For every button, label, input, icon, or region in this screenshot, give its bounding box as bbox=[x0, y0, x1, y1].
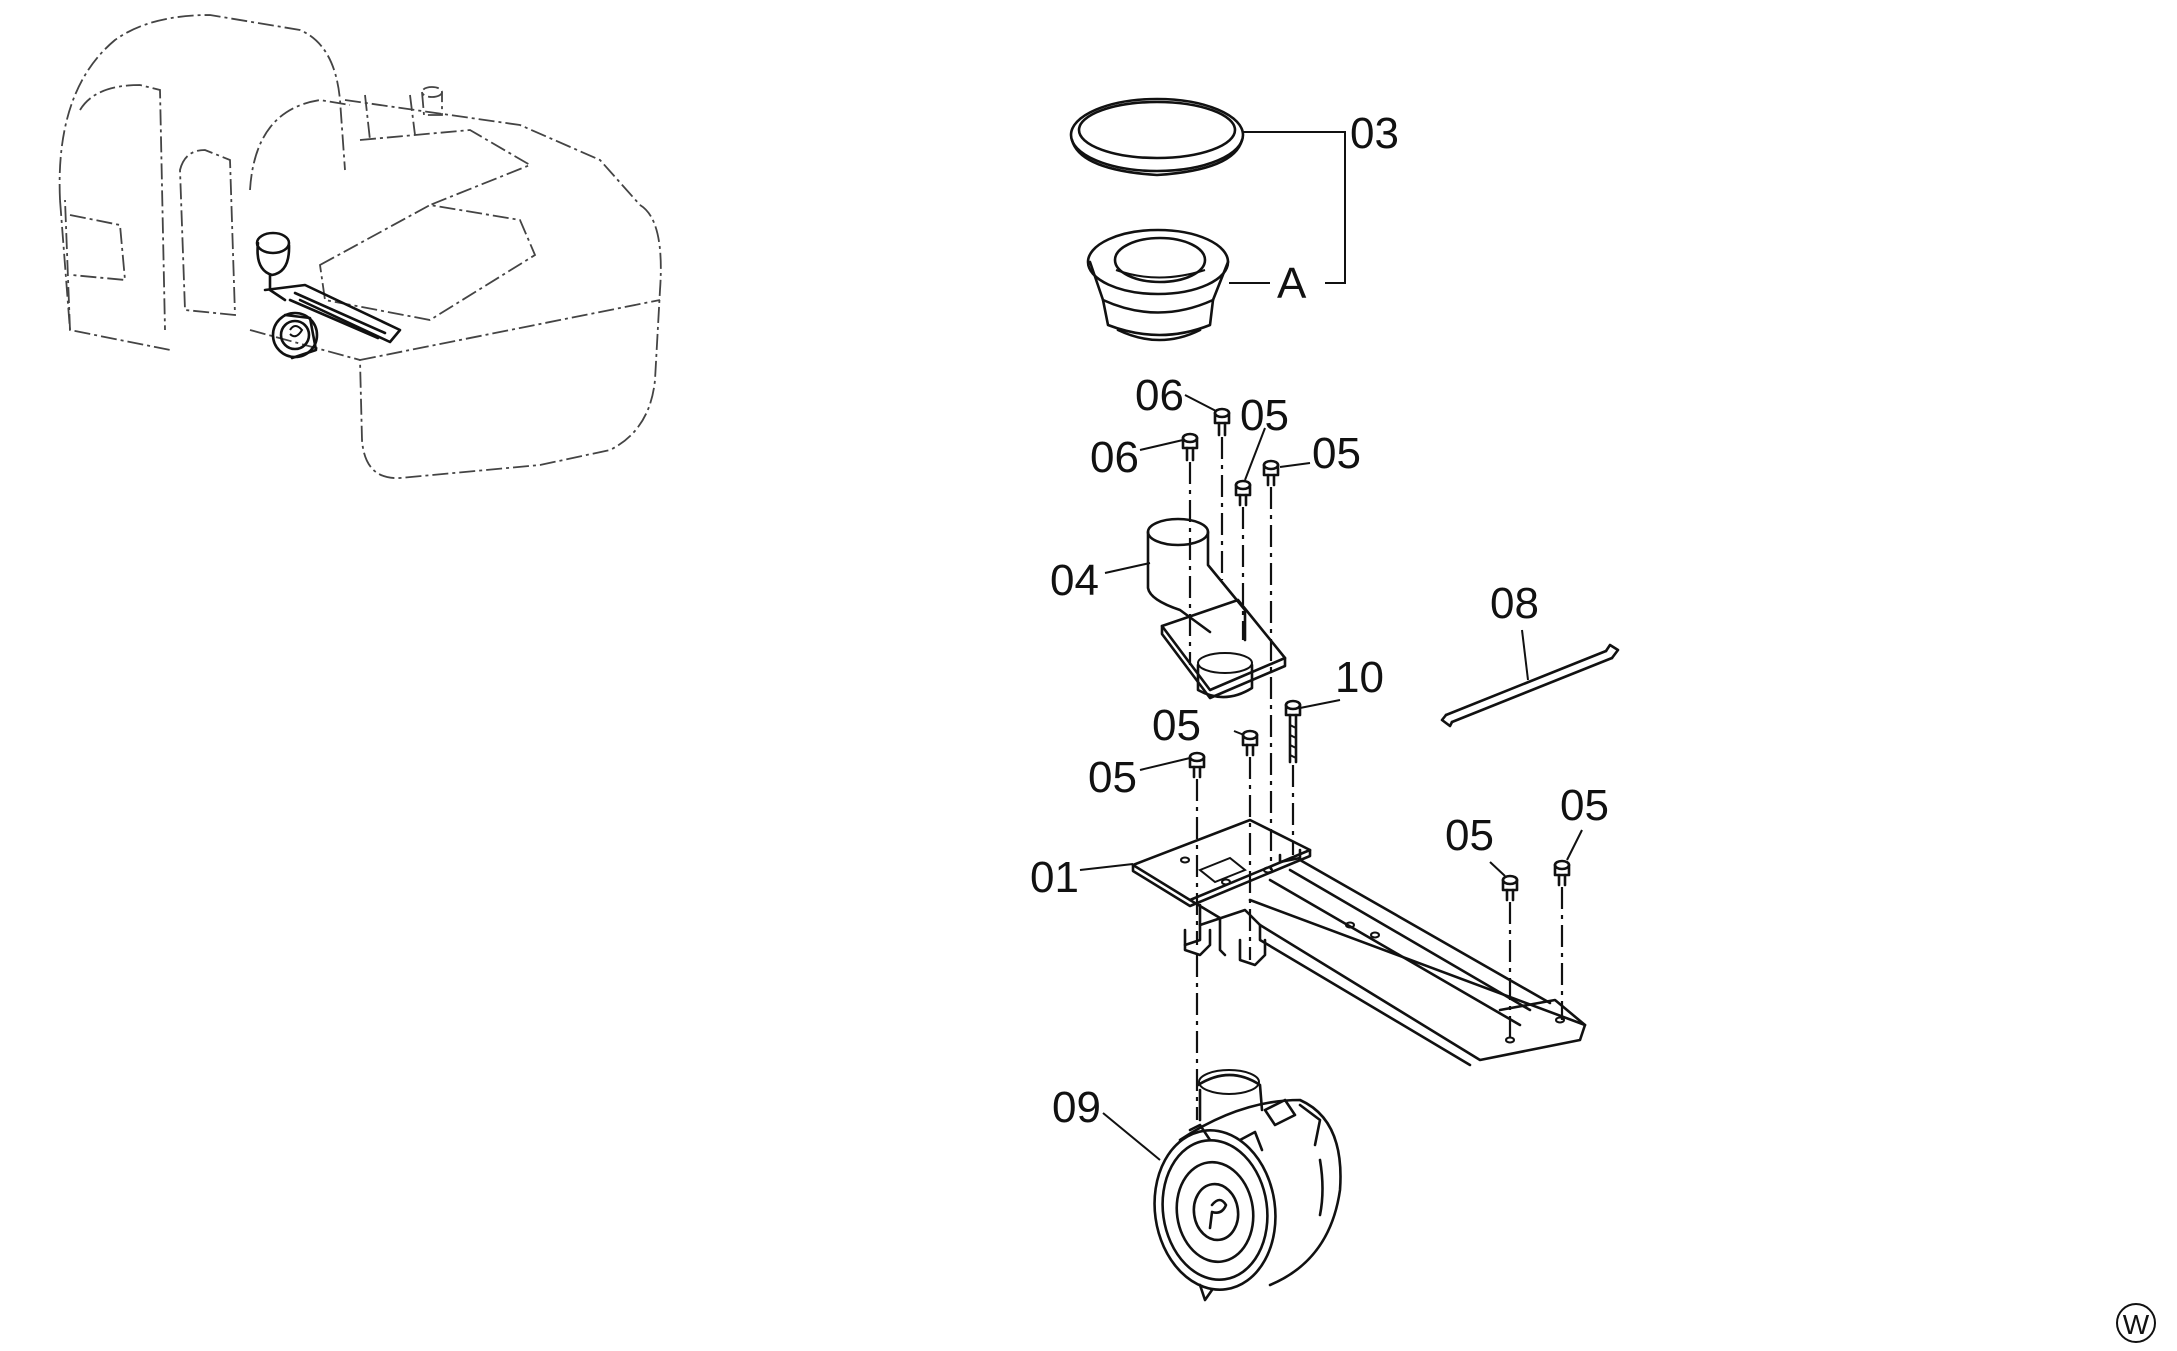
label-06-upper: 06 bbox=[1135, 371, 1184, 420]
label-05-upper-left: 05 bbox=[1240, 391, 1289, 440]
label-04: 04 bbox=[1050, 556, 1099, 605]
bolt-05-upper-right bbox=[1262, 459, 1280, 870]
label-01: 01 bbox=[1030, 853, 1079, 902]
corner-mark-letter: W bbox=[2123, 1309, 2150, 1340]
bolt-10 bbox=[1284, 699, 1302, 855]
machine-overview-illustration bbox=[58, 14, 662, 479]
part-04-elbow bbox=[1146, 517, 1287, 700]
part-09-air-cleaner bbox=[1153, 1069, 1342, 1302]
label-06-lower: 06 bbox=[1090, 433, 1139, 482]
label-08: 08 bbox=[1490, 579, 1539, 628]
part-01-bracket bbox=[1131, 818, 1587, 1067]
label-09: 09 bbox=[1052, 1083, 1101, 1132]
label-05-mid-right: 05 bbox=[1152, 701, 1201, 750]
bolt-05-upper-left bbox=[1234, 479, 1252, 640]
bolt-06-lower bbox=[1181, 432, 1199, 665]
label-05-right-a: 05 bbox=[1445, 811, 1494, 860]
label-10: 10 bbox=[1335, 653, 1384, 702]
bolt-05-mid-left bbox=[1188, 751, 1206, 945]
label-03: 03 bbox=[1350, 109, 1399, 158]
bolt-05-right-b bbox=[1553, 859, 1571, 1020]
label-a: A bbox=[1277, 259, 1307, 308]
label-05-right-b: 05 bbox=[1560, 781, 1609, 830]
leader-03-a bbox=[1229, 131, 1346, 284]
label-05-upper-right: 05 bbox=[1312, 429, 1361, 478]
bolt-05-right-a bbox=[1501, 874, 1519, 1040]
part-a-precleaner bbox=[1086, 228, 1230, 342]
bolt-06-upper bbox=[1213, 407, 1231, 580]
corner-mark-w: W bbox=[2116, 1303, 2156, 1343]
bolt-05-mid-right bbox=[1241, 729, 1259, 960]
leader-lines bbox=[1079, 394, 1583, 1161]
label-05-mid-left: 05 bbox=[1088, 753, 1137, 802]
part-08-rod bbox=[1440, 643, 1620, 728]
part-03-cap bbox=[1069, 97, 1245, 177]
